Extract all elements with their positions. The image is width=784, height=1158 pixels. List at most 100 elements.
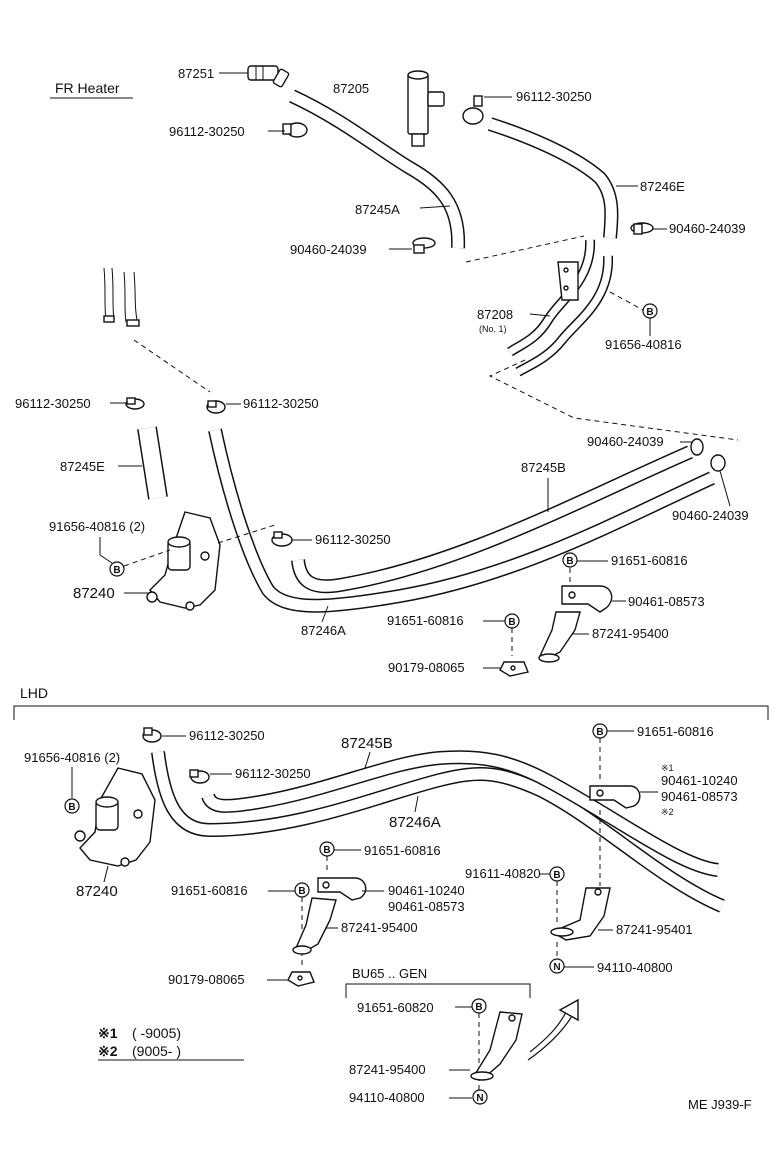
label-91651-a: 91651-60816 (611, 553, 688, 568)
label-87208-note: (No. 1) (479, 324, 507, 334)
label-90460-c: 90460-24039 (587, 434, 664, 449)
label-87245B-lhd: 87245B (341, 735, 393, 752)
leader-91656-mid (99, 537, 113, 564)
bolt-b-icon: B (549, 866, 565, 882)
leader-87245B-lhd (364, 751, 371, 769)
svg-text:B: B (646, 307, 653, 318)
leader-87246A-top (321, 605, 329, 623)
bracket-87241-lhd-drawing (292, 897, 337, 955)
mark-1-right: ※1 (661, 763, 674, 773)
note-1-text: ( -9005) (132, 1025, 181, 1041)
label-87240-lhd: 87240 (76, 883, 118, 900)
svg-text:B: B (596, 727, 603, 738)
hose-87246A-upper (208, 428, 715, 613)
hose-stubs-drawing (103, 267, 140, 327)
label-96112-top-left: 96112-30250 (169, 124, 245, 139)
bolt-b-icon: B (64, 798, 80, 814)
note-2-text: (9005- ) (132, 1043, 181, 1059)
hose-clamp-icon (282, 122, 308, 138)
valve-87240-drawing (146, 511, 221, 611)
label-90461-lhd-m2: 90461-08573 (388, 899, 465, 914)
note-2-mark: ※2 (98, 1043, 118, 1059)
label-87251: 87251 (178, 66, 214, 81)
clip-icon (690, 438, 704, 456)
hose-87245E (137, 426, 168, 500)
section-title-bu65-gen: BU65 .. GEN (352, 966, 427, 981)
label-91611: 91611-40820 (465, 866, 541, 881)
tee-87205-drawing (407, 70, 445, 147)
label-90461-lhd-r2: 90461-08573 (661, 789, 738, 804)
svg-text:B: B (508, 617, 515, 628)
nipple-87251-drawing (247, 65, 290, 88)
leader-87240-lhd (103, 865, 109, 883)
label-91651-lhd-right: 91651-60816 (637, 724, 714, 739)
clamp-90461-drawing (561, 585, 613, 613)
hose-87245B-upper (291, 445, 693, 594)
hose-87246E (487, 117, 619, 239)
clip-icon (630, 222, 654, 235)
hose-87246A-lhd (151, 751, 725, 913)
hose-clamp-icon (125, 397, 145, 410)
label-91651-gen: 91651-60820 (357, 1000, 434, 1015)
label-90461-a: 90461-08573 (628, 594, 705, 609)
label-96112-mid-right: 96112-30250 (243, 396, 319, 411)
hose-clamp-icon (142, 727, 162, 743)
hose-87245B-lhd (201, 750, 720, 877)
leader-87246A-lhd (414, 795, 419, 813)
bolt-b-icon: B (642, 303, 658, 319)
bolt-b-icon: B (319, 841, 335, 857)
svg-text:B: B (475, 1002, 482, 1013)
section-title-fr-heater: FR Heater (55, 80, 120, 96)
bolt-b-icon: B (294, 882, 310, 898)
dashed-connection-line (123, 549, 171, 567)
label-87241-c: 87241-95401 (616, 922, 693, 937)
bracket-87241-95401-drawing (550, 887, 611, 941)
dashed-connection-line (465, 235, 585, 263)
label-87245A: 87245A (355, 202, 400, 217)
bolt-b-icon: B (504, 613, 520, 629)
dashed-connection-line (217, 523, 279, 544)
label-87241-a: 87241-95400 (592, 626, 669, 641)
label-91656-top: 91656-40816 (605, 337, 682, 352)
label-90179-a: 90179-08065 (388, 660, 465, 675)
bolt-b-icon: B (471, 998, 487, 1014)
dashed-connection-line (133, 339, 211, 393)
label-90179-b: 90179-08065 (168, 972, 245, 987)
label-87240-top: 87240 (73, 585, 115, 602)
hose-clamp-icon (462, 95, 484, 125)
bolt-b-icon: B (109, 561, 125, 577)
nut-n-icon: N (549, 958, 565, 974)
svg-text:N: N (553, 962, 560, 973)
arrow-icon (527, 998, 579, 1061)
label-87246E: 87246E (640, 179, 685, 194)
bolt-b-icon: B (562, 552, 578, 568)
svg-text:B: B (113, 565, 120, 576)
label-90460-a: 90460-24039 (669, 221, 746, 236)
bracket-87241-gen-drawing (470, 1011, 523, 1081)
svg-text:B: B (323, 845, 330, 856)
svg-text:N: N (476, 1093, 483, 1104)
label-91656-lhd: 91656-40816 (2) (24, 750, 120, 765)
label-94110-a: 94110-40800 (597, 960, 673, 975)
dashed-connection-line (609, 291, 644, 311)
label-90461-lhd-m1: 90461-10240 (388, 883, 465, 898)
svg-text:B: B (566, 556, 573, 567)
label-87208: 87208 (477, 307, 513, 322)
section-title-lhd: LHD (20, 685, 48, 701)
bracket-87241-drawing (538, 611, 581, 663)
label-87241-gen: 87241-95400 (349, 1062, 426, 1077)
label-87246A-top: 87246A (301, 623, 346, 638)
label-87245B-top: 87245B (521, 460, 566, 475)
label-91651-lhd-c: 91651-60816 (364, 843, 441, 858)
clip-icon (412, 237, 436, 254)
leader-90460-d (719, 470, 731, 507)
label-96112-mid-left: 96112-30250 (15, 396, 91, 411)
section-bracket-bu65-gen (345, 983, 531, 998)
clamp-90461-lhd-drawing (589, 785, 641, 809)
label-96112-lhd-b: 96112-30250 (235, 766, 311, 781)
label-87245E: 87245E (60, 459, 105, 474)
label-96112-mid-lower: 96112-30250 (315, 532, 391, 547)
note-1-mark: ※1 (98, 1025, 118, 1041)
svg-text:B: B (298, 886, 305, 897)
